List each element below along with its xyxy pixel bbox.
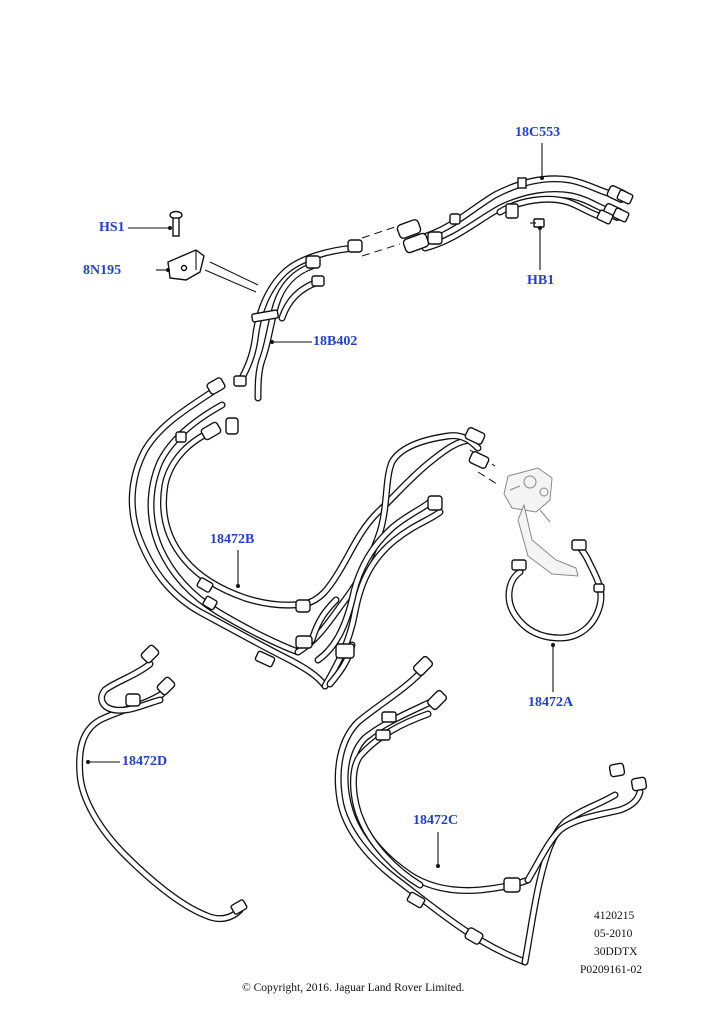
bolt-HB1[interactable] <box>530 218 545 228</box>
callout-HS1[interactable]: HS1 <box>99 220 125 235</box>
hose-18472A[interactable] <box>505 539 605 642</box>
copyright-notice: © Copyright, 2016. Jaguar Land Rover Lim… <box>242 982 465 994</box>
heater-valve-reference <box>503 467 579 577</box>
hose-18472B[interactable] <box>128 377 490 690</box>
callout-HB1[interactable]: HB1 <box>527 273 555 288</box>
callout-18472C[interactable]: 18472C <box>413 813 459 828</box>
callout-18472A[interactable]: 18472A <box>528 695 574 710</box>
reference-number: 4120215 <box>594 910 635 922</box>
hose-18B402[interactable] <box>233 239 363 402</box>
callout-8N195[interactable]: 8N195 <box>83 263 122 278</box>
bracket-8N195[interactable] <box>167 249 205 281</box>
hose-18472D[interactable] <box>76 644 248 923</box>
reference-model-code: 30DDTX <box>594 946 638 958</box>
callout-18C553[interactable]: 18C553 <box>515 125 561 140</box>
callout-18472B[interactable]: 18472B <box>210 532 255 547</box>
hose-18C553[interactable] <box>396 175 634 254</box>
bracket-pointer-lines <box>204 261 259 293</box>
reference-illustration-id: P0209161-02 <box>580 964 642 976</box>
leader-lines <box>86 143 555 868</box>
reference-date: 05-2010 <box>594 928 633 940</box>
screw-HS1[interactable] <box>169 210 183 237</box>
callout-18472D[interactable]: 18472D <box>122 754 168 769</box>
hose-18472C[interactable] <box>334 655 648 966</box>
callout-18B402[interactable]: 18B402 <box>313 334 358 349</box>
